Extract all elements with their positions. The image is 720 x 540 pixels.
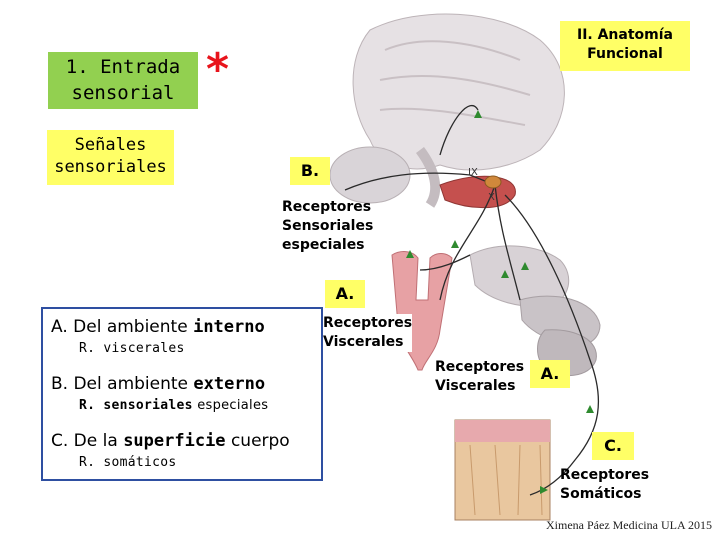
visceral-receptors-1-line-2: Viscerales: [323, 333, 412, 352]
section-line-2: sensorial: [48, 80, 198, 106]
credit-text: Ximena Páez Medicina ULA 2015: [546, 518, 712, 533]
somatic-receptors-line-1: Receptores: [560, 466, 649, 485]
visceral-receptors-1-line-1: Receptores: [323, 314, 412, 333]
brain-shape: [353, 14, 564, 170]
tongue-shape: [440, 176, 515, 207]
legend-b-sub-rest: especiales: [193, 398, 269, 413]
nerve-x-label: X: [488, 192, 495, 203]
title-line-1: II. Anatomía: [560, 21, 690, 45]
somatic-receptors-line-2: Somáticos: [560, 485, 649, 504]
special-receptors-line-3: especiales: [282, 236, 373, 255]
title-box: II. Anatomía Funcional: [560, 21, 690, 71]
section-line-1: 1. Entrada: [48, 52, 198, 80]
c-tag: C.: [592, 432, 634, 460]
special-receptors-line-1: Receptores: [282, 198, 373, 217]
visceral-receptors-label-1: Receptores Viscerales: [323, 314, 412, 352]
somatic-receptors-label: Receptores Somáticos: [560, 466, 649, 504]
signals-box: Señales sensoriales: [47, 130, 174, 185]
a-tag-top: A.: [325, 280, 365, 308]
legend-box: A. Del ambiente interno R. viscerales B.…: [41, 307, 323, 481]
legend-a-sub: R. viscerales: [79, 341, 185, 356]
a-tag-right: A.: [530, 360, 570, 388]
legend-c-bold: superficie: [123, 431, 225, 451]
visceral-receptors-label-2: Receptores Viscerales: [435, 358, 524, 396]
special-receptors-label: Receptores Sensoriales especiales: [282, 198, 373, 255]
legend-c-line: C. De la superficie cuerpo: [51, 431, 290, 451]
legend-b-prefix: B. Del ambiente: [51, 374, 193, 394]
nerve-ix-label: IX: [468, 167, 478, 178]
asterisk-mark: *: [206, 48, 229, 92]
b-tag: B.: [290, 157, 330, 185]
legend-b-bold: externo: [193, 374, 265, 394]
visceral-receptors-2-line-2: Viscerales: [435, 377, 524, 396]
title-line-2: Funcional: [560, 45, 690, 64]
legend-b-line: B. Del ambiente externo: [51, 374, 265, 394]
legend-c-sub: R. somáticos: [79, 455, 177, 470]
legend-c-prefix: C. De la: [51, 431, 123, 451]
legend-c-rest: cuerpo: [226, 431, 290, 451]
special-receptors-line-2: Sensoriales: [282, 217, 373, 236]
signals-line-1: Señales: [47, 130, 174, 156]
legend-a-prefix: A. Del ambiente: [51, 317, 193, 337]
section-box: 1. Entrada sensorial: [48, 52, 198, 109]
visceral-receptors-2-line-1: Receptores: [435, 358, 524, 377]
legend-b-sub-bold: R. sensoriales: [79, 398, 193, 413]
legend-b-sub: R. sensoriales especiales: [79, 398, 268, 413]
legend-a-bold: interno: [193, 317, 265, 337]
legend-a-line: A. Del ambiente interno: [51, 317, 265, 337]
signals-line-2: sensoriales: [47, 156, 174, 178]
